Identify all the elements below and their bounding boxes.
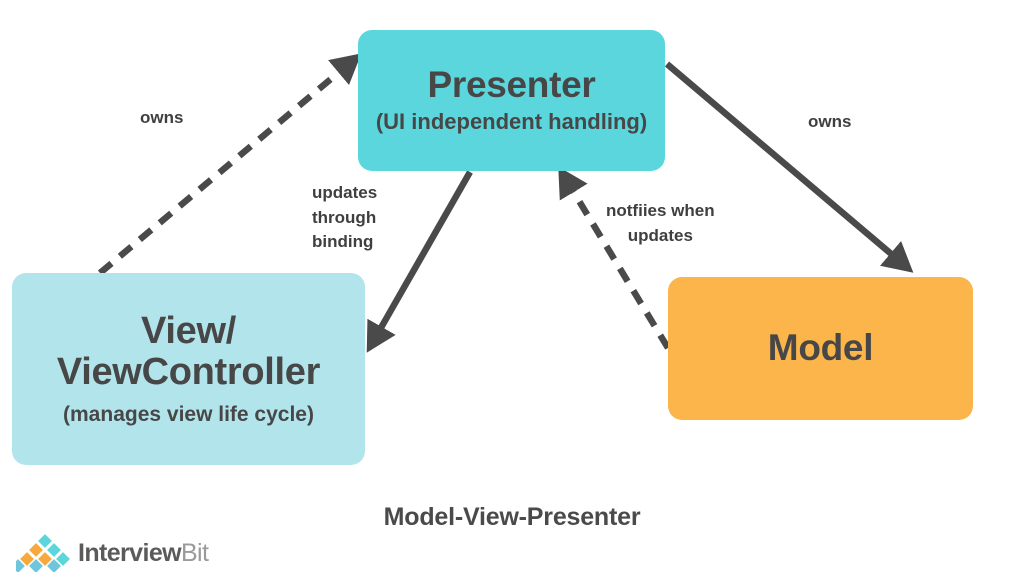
- edge-presenter-owns-model: [664, 61, 914, 273]
- interviewbit-logo-mark: [16, 534, 71, 572]
- interviewbit-logo: InterviewBit: [16, 534, 209, 572]
- edge-label-notifies-when-updates: notfiies when updates: [606, 201, 715, 245]
- edge-model-notifies-presenter: [558, 166, 671, 350]
- node-presenter[interactable]: Presenter (UI independent handling): [358, 30, 665, 171]
- node-view-title: View/ ViewController: [56, 309, 321, 393]
- diagram-caption: Model-View-Presenter: [383, 503, 641, 531]
- node-view-viewcontroller[interactable]: View/ ViewController (manages view life …: [12, 273, 365, 465]
- edge-presenter-updates-view: [366, 170, 473, 353]
- edge-label-presenter-owns-model: owns: [808, 112, 852, 131]
- logo-name-light: Bit: [180, 538, 209, 567]
- node-model-title: Model: [767, 327, 874, 369]
- node-model[interactable]: Model: [668, 277, 973, 420]
- edge-label-updates-through-binding: updates through binding: [312, 183, 378, 252]
- interviewbit-logo-text: InterviewBit: [78, 538, 209, 568]
- edge-view-owns-presenter: [97, 53, 362, 276]
- node-presenter-subtitle: (UI independent handling): [375, 108, 648, 134]
- node-presenter-title: Presenter: [427, 63, 596, 105]
- logo-name-bold: Interview: [78, 538, 182, 567]
- edge-label-view-owns-presenter: owns: [140, 108, 184, 127]
- node-view-subtitle: (manages view life cycle): [63, 402, 314, 426]
